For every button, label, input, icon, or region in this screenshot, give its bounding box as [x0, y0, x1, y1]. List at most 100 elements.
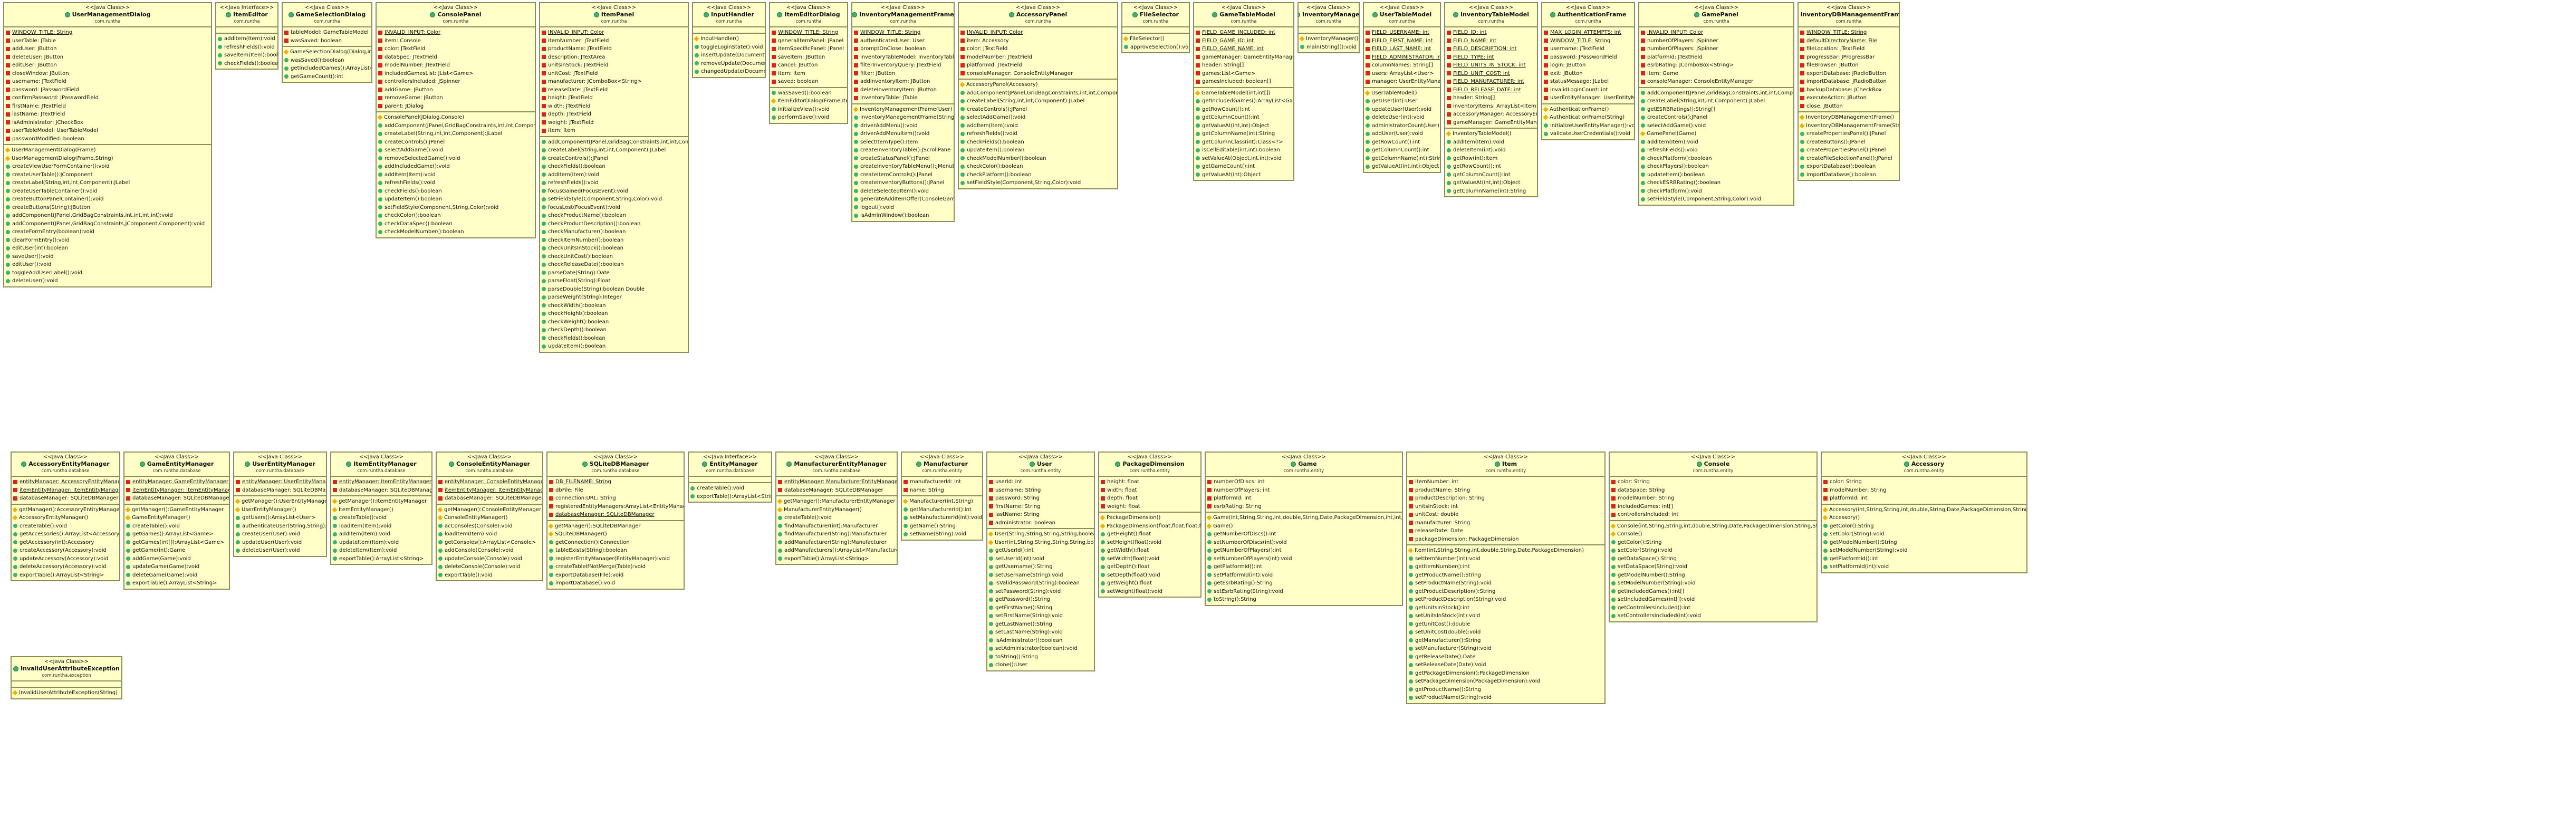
private-field-icon	[1641, 39, 1645, 43]
method-row: clone():User	[989, 661, 1092, 669]
method-row: toggleLoginState():void	[695, 43, 763, 52]
method-row: clearFormEntry():void	[6, 236, 209, 245]
field-row: firstName: JTextField	[6, 102, 209, 111]
method-text: getIncludedGames():int[]	[1618, 588, 1685, 594]
field-text: invalidLoginCount: int	[1550, 87, 1608, 93]
public-method-icon	[778, 532, 782, 536]
public-method-icon	[1409, 564, 1413, 569]
private-field-icon	[1544, 88, 1548, 92]
field-row: itemEntityManager: ItemEntityManager	[438, 486, 542, 495]
method-row: createButtons():JPanel	[1800, 138, 1897, 147]
public-method-icon	[284, 74, 289, 79]
method-text: GamePanel(Game)	[1647, 131, 1697, 137]
field-text: userTableModel: UserTableModel	[12, 128, 98, 133]
field-row: WINDOW_TITLE: String	[772, 28, 845, 37]
method-row: setItemNumber(int):void	[1409, 555, 1603, 563]
class-box-inventory-dbmanagement-frame[interactable]: <<Java Class>>InventoryDBManagementFrame…	[1798, 2, 1900, 181]
field-text: DB_FILENAME: String	[555, 479, 611, 485]
method-row: refreshFields():void	[960, 130, 1116, 138]
public-method-icon	[854, 156, 858, 161]
public-method-icon	[542, 287, 546, 292]
field-text: addInventoryItem: JButton	[860, 79, 930, 84]
field-text: username: JTextField	[12, 79, 66, 84]
field-text: addGame: JButton	[385, 87, 433, 93]
method-row: getDataSpace():String	[1611, 555, 1815, 563]
method-row: GameSelectionDialog(Dialog,int,int[])	[283, 48, 371, 56]
public-method-icon	[1611, 613, 1616, 618]
field-text: isAdministrator: JCheckBox	[12, 119, 83, 126]
static-field-icon	[1196, 46, 1200, 51]
field-text: FIELD_RELEASE_DATE: int	[1453, 87, 1521, 93]
field-text: FIELD_NAME: int	[1453, 37, 1497, 44]
private-field-icon	[378, 39, 382, 43]
constructor-icon	[235, 498, 241, 504]
field-row: isAdministrator: JCheckBox	[6, 119, 209, 127]
field-row: controllersIncluded: int	[1611, 511, 1815, 519]
public-method-icon	[1207, 589, 1212, 594]
method-row: UserEntityManager()	[235, 506, 324, 514]
class-stereotype: <<Java Class>>	[44, 659, 89, 665]
method-row: setColor(String):void	[1611, 546, 1815, 555]
method-row: getPassword():String	[989, 596, 1092, 604]
public-method-icon	[989, 597, 993, 602]
private-field-icon	[1366, 79, 1370, 84]
field-text: width: JTextField	[548, 103, 591, 109]
field-row: FIELD_GAME_INCLUDED: int	[1196, 28, 1292, 37]
public-method-icon	[1409, 556, 1413, 561]
method-row: User(String,String,String,String,boolean…	[988, 530, 1094, 539]
field-row: deleteInventoryItem: JButton	[854, 86, 952, 94]
private-field-icon	[1823, 488, 1828, 493]
methods-section: GameTableModel(int,int[])getIncludedGame…	[1194, 88, 1293, 180]
private-field-icon	[1447, 95, 1451, 100]
static-field-icon	[1800, 30, 1804, 35]
method-row: getEsrbRating():String	[1207, 579, 1400, 588]
field-text: unitsInStock: int	[1415, 503, 1458, 510]
method-row: getPackageDimension():PackageDimension	[1409, 669, 1603, 678]
public-method-icon	[542, 156, 546, 161]
class-icon	[1212, 12, 1218, 17]
class-box-invalid-user-attribute-exception[interactable]: <<Java Class>>InvalidUserAttributeExcept…	[11, 656, 122, 699]
private-field-icon	[989, 488, 993, 493]
private-field-icon	[542, 128, 546, 133]
field-row: databaseManager: SQLiteDBManager	[778, 486, 895, 495]
private-field-icon	[1207, 504, 1212, 509]
method-text: loadItem(Item):void	[339, 523, 392, 529]
field-row: connection:URL: String	[549, 494, 682, 503]
